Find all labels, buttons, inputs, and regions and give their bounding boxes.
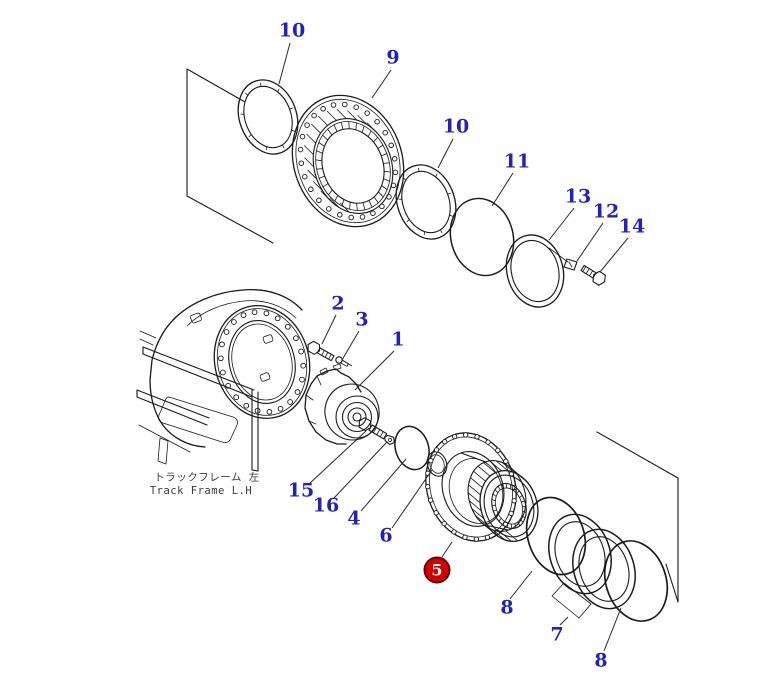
part-8-o-ring-first	[525, 496, 587, 576]
callout-2[interactable]: 2	[331, 292, 345, 315]
callout-5-highlighted[interactable]: 5	[423, 556, 451, 584]
part-7-bracket	[551, 582, 592, 619]
caption-english: Track Frame L.H	[149, 485, 253, 497]
callout-4[interactable]: 4	[347, 507, 361, 530]
part-12-lock	[563, 258, 578, 271]
part-14-bolt	[580, 264, 606, 286]
callout-10-first[interactable]: 10	[278, 19, 306, 42]
callout-15[interactable]: 15	[287, 479, 315, 502]
track-frame-drawing	[136, 289, 311, 472]
callout-7[interactable]: 7	[550, 623, 564, 646]
part-3-screw	[335, 356, 349, 367]
part-2-bolt	[307, 340, 335, 362]
part-7-seal-pair	[548, 513, 636, 619]
part-1-motor	[304, 363, 380, 445]
callout-9[interactable]: 9	[386, 46, 400, 69]
callout-1[interactable]: 1	[391, 328, 405, 351]
callout-11[interactable]: 11	[503, 150, 531, 173]
caption-japanese: トラックフレーム 左	[154, 471, 260, 484]
callout-8-first[interactable]: 8	[500, 596, 514, 619]
part-9-ring-gear	[291, 94, 405, 228]
part-13-ring	[505, 234, 569, 308]
callout-16[interactable]: 16	[312, 494, 340, 517]
panel-boundary-right	[596, 431, 679, 603]
callout-14[interactable]: 14	[618, 215, 646, 238]
part-4-o-ring	[394, 425, 430, 471]
part-16-plug	[384, 434, 395, 446]
callout-10-second[interactable]: 10	[442, 115, 470, 138]
frame-bolt-holes	[217, 309, 307, 415]
part-11-o-ring	[449, 197, 515, 277]
callout-6[interactable]: 6	[379, 524, 393, 547]
part-10-ring-second	[395, 164, 457, 240]
part-8-o-ring-second	[603, 540, 669, 622]
callout-12[interactable]: 12	[592, 200, 620, 223]
leader-lines	[278, 42, 629, 652]
panel-boundary-left	[186, 68, 274, 244]
callout-3[interactable]: 3	[355, 308, 369, 331]
part-5-hub	[425, 432, 539, 542]
callout-8-second[interactable]: 8	[594, 649, 608, 672]
part-10-ring-first	[237, 79, 299, 155]
callout-13[interactable]: 13	[564, 185, 592, 208]
